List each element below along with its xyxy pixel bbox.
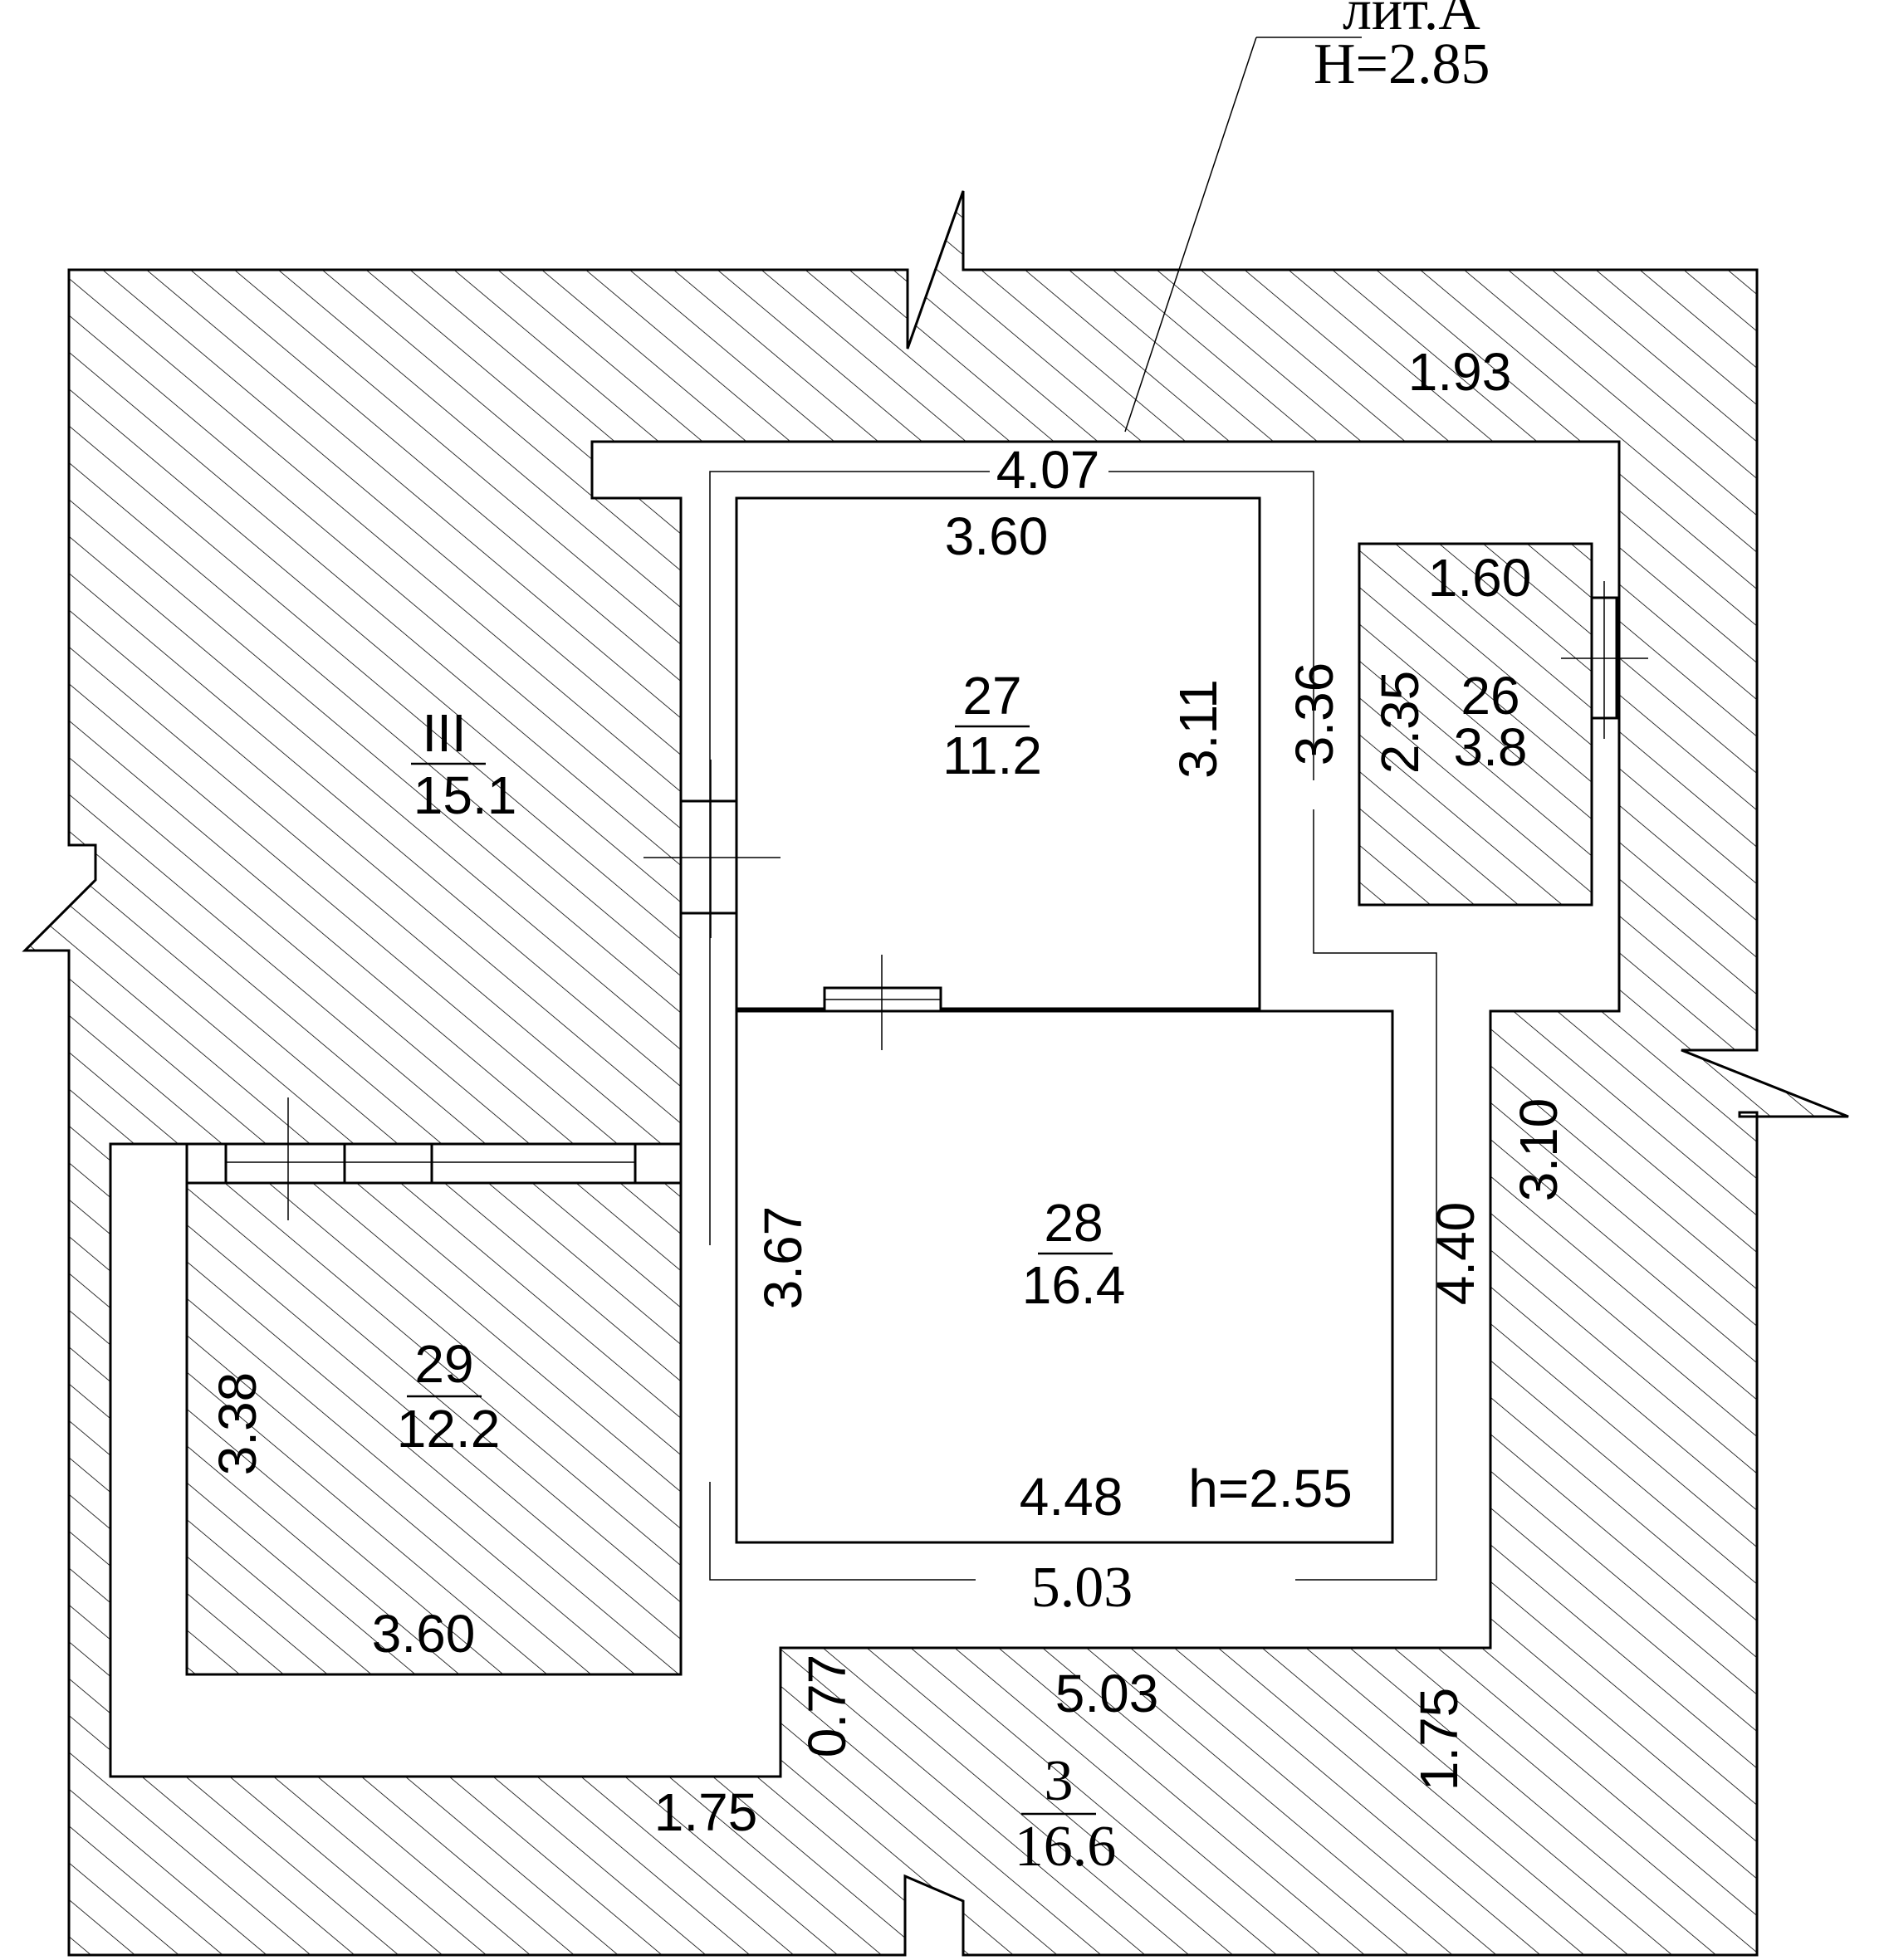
dim-outer-top: 4.07 [996, 440, 1100, 500]
room-28-number: 28 [1044, 1193, 1103, 1253]
room-29-depth: 3.38 [208, 1372, 267, 1476]
room-26-number: 26 [1461, 666, 1519, 726]
room-28 [735, 1009, 1394, 1544]
dim-corridor-right: 4.40 [1426, 1202, 1485, 1306]
dim-bottom-left: 1.75 [654, 1782, 758, 1842]
dim-bottom-right: 1.75 [1409, 1688, 1469, 1791]
break-mark-top [906, 190, 965, 349]
room-27 [735, 496, 1261, 1010]
room-28-depth: 3.67 [753, 1206, 813, 1310]
room-29-area: 12.2 [397, 1399, 501, 1459]
dim-corridor-left: 3.36 [1285, 662, 1344, 766]
room-28-ceiling: h=2.55 [1188, 1459, 1353, 1518]
room-29-width: 3.60 [372, 1604, 476, 1664]
room-26-depth: 2.35 [1370, 671, 1430, 775]
dimension-lines [709, 37, 1437, 1581]
room-III-number: III [422, 703, 466, 763]
break-mark-left [22, 843, 97, 952]
room-3-area: 16.6 [1015, 1815, 1117, 1879]
openings [185, 581, 1648, 1220]
dim-right: 3.10 [1509, 1098, 1568, 1202]
room-III-area: 15.1 [414, 765, 517, 825]
dim-outer-bottom: 5.03 [1031, 1556, 1133, 1620]
break-mark-right [1681, 1048, 1849, 1118]
room-26-width: 1.60 [1428, 548, 1532, 608]
room-28-area: 16.4 [1022, 1255, 1126, 1315]
height-label: Н=2.85 [1314, 32, 1490, 96]
room-26-area: 3.8 [1454, 717, 1528, 777]
room-27-width: 3.60 [945, 506, 1049, 566]
dim-bottom-small: 0.77 [797, 1655, 857, 1758]
room-3-number: 3 [1045, 1749, 1074, 1813]
dim-bottom-mid: 5.03 [1055, 1664, 1159, 1723]
room-26 [1358, 542, 1593, 907]
room-29 [185, 1181, 683, 1676]
room-27-depth: 3.11 [1168, 679, 1228, 779]
litera-label: лит.А [1343, 0, 1480, 42]
room-28-width: 4.48 [1020, 1467, 1123, 1527]
dim-top-right: 1.93 [1408, 342, 1512, 402]
room-27-number: 27 [962, 666, 1021, 726]
break-mark-bottom [903, 1874, 965, 1955]
room-27-area: 11.2 [942, 726, 1042, 785]
room-29-number: 29 [414, 1334, 473, 1394]
